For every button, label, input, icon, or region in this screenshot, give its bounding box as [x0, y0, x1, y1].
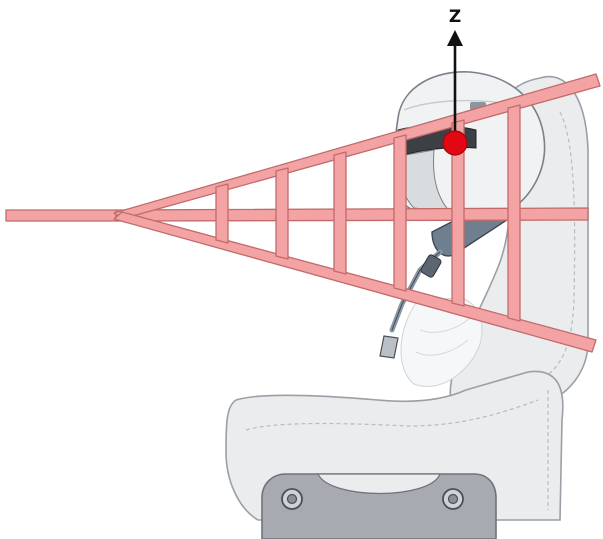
helmet-icon [394, 72, 544, 220]
rung-6 [508, 105, 520, 321]
rung-3 [334, 152, 346, 274]
mount-bolt-left [282, 489, 302, 509]
anchor-strap [6, 210, 118, 221]
tether-net [6, 74, 600, 352]
axis-label: Z [449, 7, 461, 27]
reference-point-icon [443, 131, 467, 155]
rung-2 [276, 168, 288, 259]
hans-clip [420, 254, 442, 278]
rung-1 [216, 184, 228, 243]
mount-bolt-right [443, 489, 463, 509]
rung-4 [394, 135, 406, 291]
belt-buckle [380, 336, 398, 358]
